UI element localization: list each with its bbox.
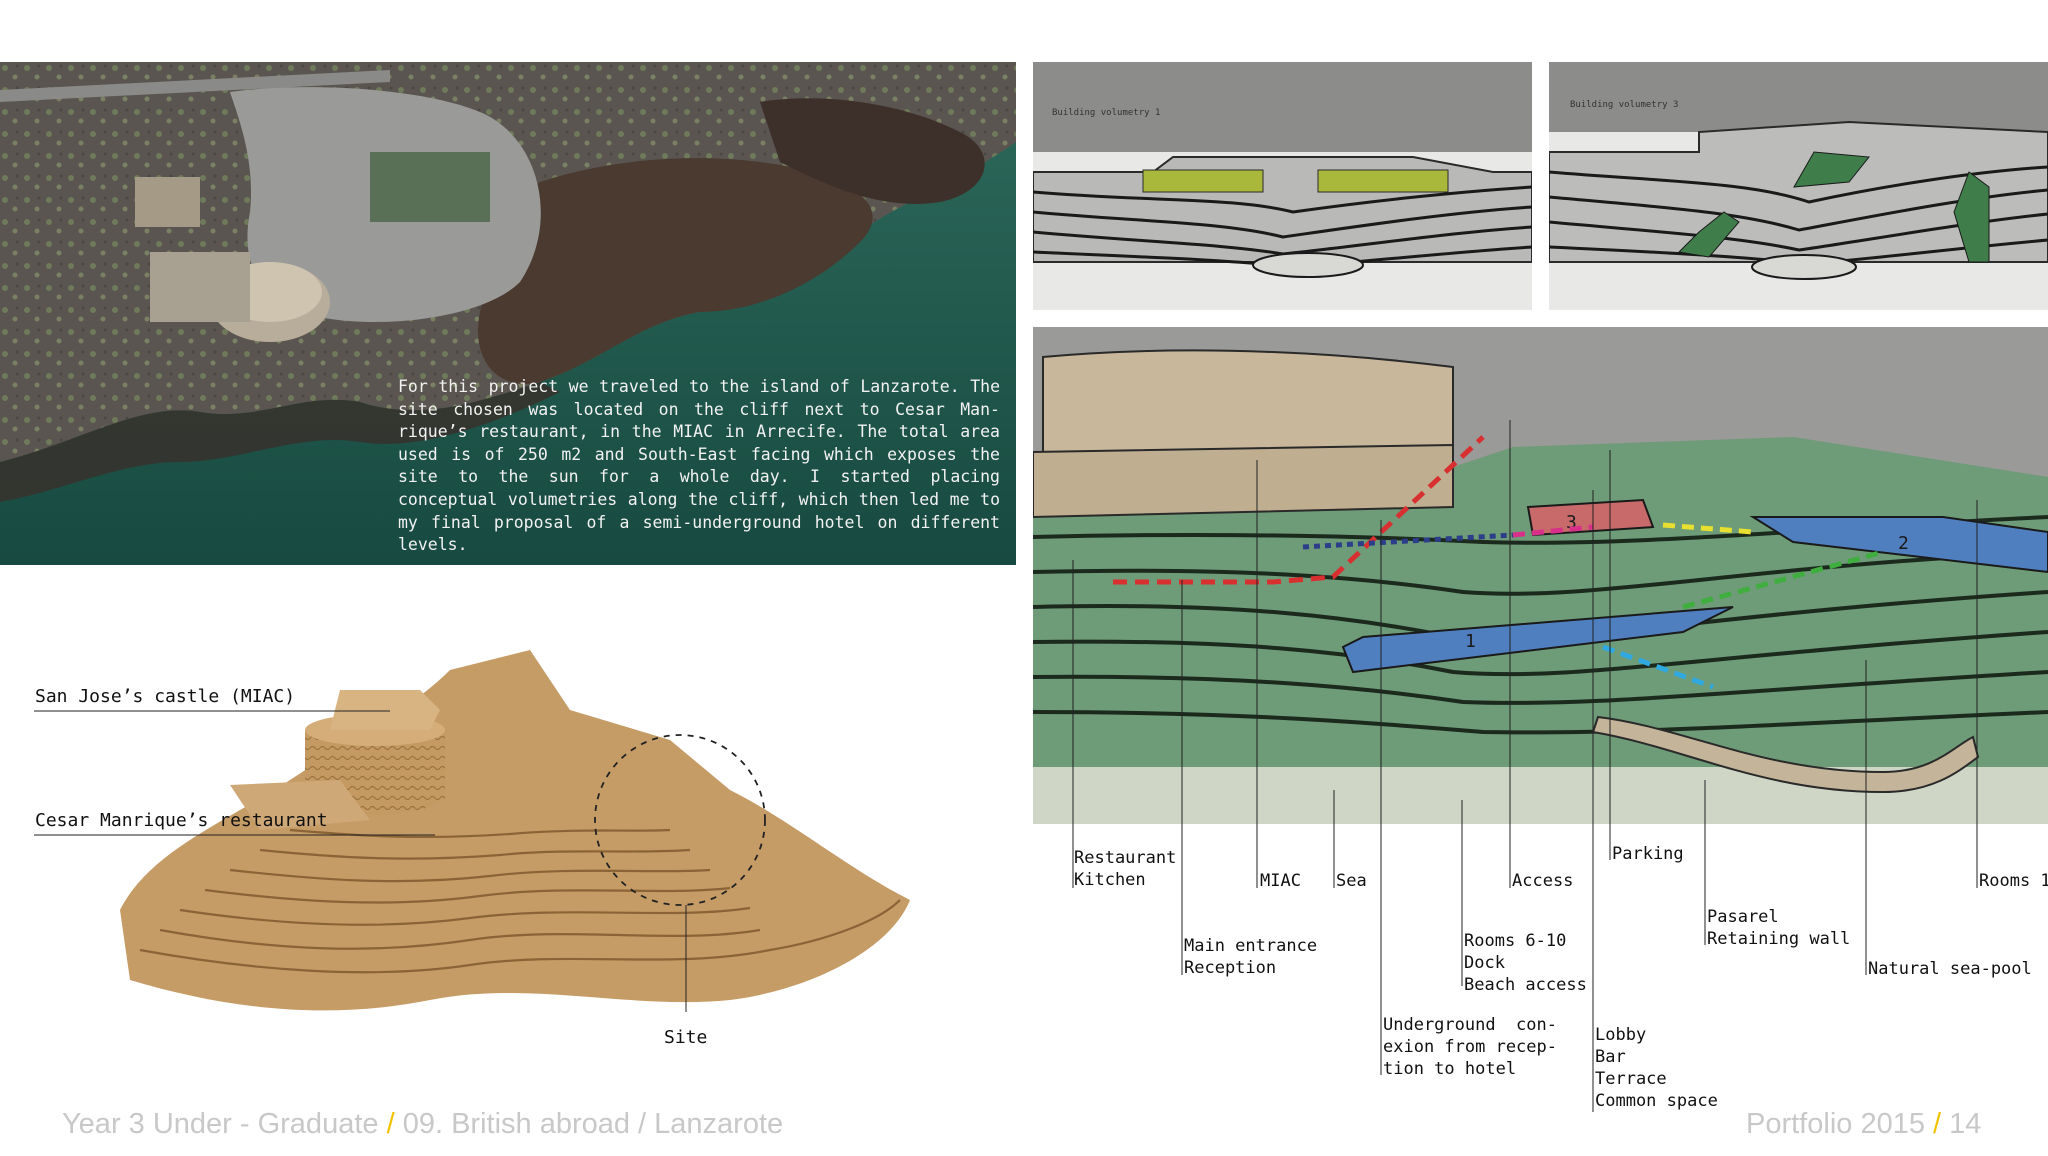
hotel-section-illustration: 1 3 2 [1033, 327, 2048, 824]
callout-miac: MIAC [1260, 871, 1301, 891]
volumetry-sketch-1 [1033, 62, 1532, 310]
footer-course: Year 3 Under - Graduate [62, 1108, 379, 1140]
callout-lobby: Lobby Bar Terrace Common space [1595, 1025, 1718, 1111]
callout-parking: Parking [1612, 844, 1684, 864]
callout-restaurant-kitchen: Restaurant Kitchen [1074, 848, 1177, 890]
volume-2-number: 2 [1898, 533, 1909, 554]
footer-portfolio: Portfolio 2015 [1746, 1108, 1925, 1140]
callout-rooms-6-10: Rooms 6-10 Dock Beach access [1464, 931, 1587, 995]
callout-main-entrance: Main entrance Reception [1184, 936, 1318, 978]
volumetry-1-illustration [1033, 62, 1532, 310]
volumetry-2-label: Building volumetry 3 [1570, 100, 1679, 110]
volumetry-2-illustration [1549, 62, 2048, 310]
callout-rooms-1: Rooms 1 [1979, 871, 2048, 891]
callout-natural-pool: Natural sea-pool [1868, 959, 2032, 979]
volume-3-number: 3 [1566, 512, 1577, 533]
footer-project: 09. British abroad / Lanzarote [402, 1108, 784, 1140]
volume-1-number: 1 [1465, 631, 1476, 652]
volumetry-1-label: Building volumetry 1 [1052, 108, 1161, 118]
aerial-photo [0, 62, 1016, 565]
hotel-section-sketch: 1 3 2 [1033, 327, 2048, 824]
footer-left: Year 3 Under - Graduate / 09. British ab… [62, 1108, 783, 1141]
project-intro-text: For this project we traveled to the isla… [398, 377, 1000, 555]
footer-slash-1: / [386, 1108, 395, 1140]
callout-sea: Sea [1336, 871, 1367, 891]
footer-right: Portfolio 2015 / 14 [1746, 1108, 1981, 1141]
callout-access: Access [1512, 871, 1574, 891]
site-model-illustration [120, 650, 910, 1011]
footer-slash-2: / [1933, 1108, 1942, 1140]
callout-underground: Underground con- exion from recep- tion … [1383, 1015, 1557, 1079]
footer-page-number: 14 [1949, 1108, 1982, 1140]
aerial-photo-illustration [0, 62, 1016, 565]
label-site: Site [664, 1027, 708, 1048]
label-restaurant: Cesar Manrique’s restaurant [35, 810, 328, 831]
volumetry-sketch-2 [1549, 62, 2048, 310]
label-castle: San Jose’s castle (MIAC) [35, 686, 296, 707]
callout-pasarel: Pasarel Retaining wall [1707, 907, 1851, 949]
cardboard-site-model [110, 650, 930, 1070]
